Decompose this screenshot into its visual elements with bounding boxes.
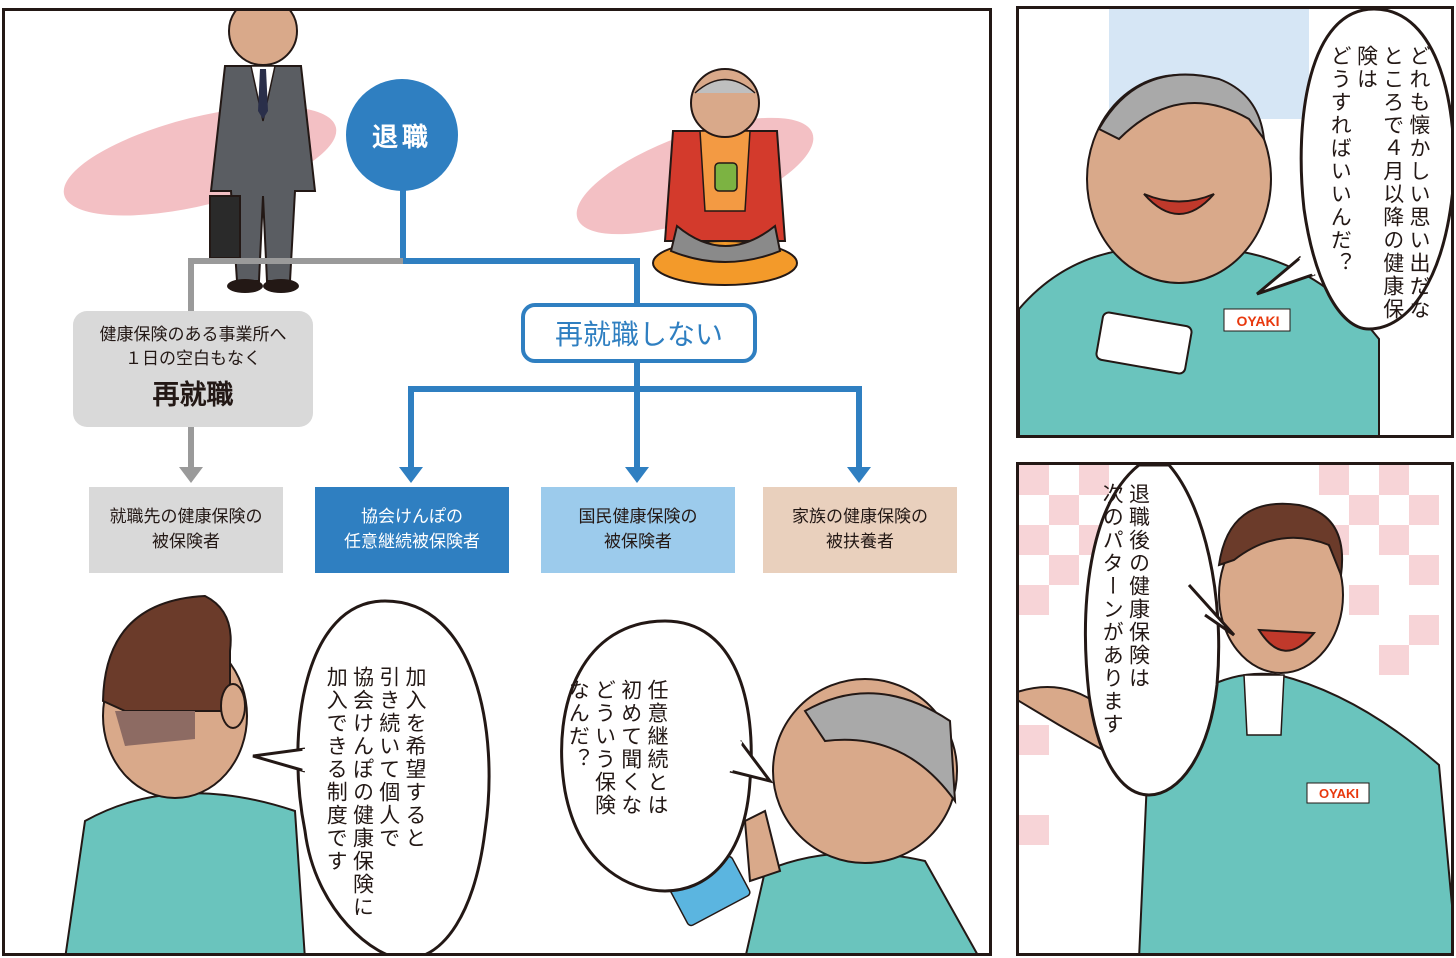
speech-bubble-young-man-right bbox=[1084, 465, 1221, 797]
speech-text-old-man-top: どれも懐かしい思い出だな ところで４月以降の健康保険は どうすればいいんだ？ bbox=[1328, 45, 1431, 321]
top-right-panel-art bbox=[1019, 9, 1451, 435]
bottom-right-panel: OYAKI 退職後の健康保険は 次のパターンがあります bbox=[1016, 462, 1454, 956]
uniform-logo-top: OYAKI bbox=[1236, 313, 1280, 329]
reemployed-node: 健康保険のある事業所へ １日の空白もなく 再就職 bbox=[73, 311, 313, 427]
speech-bubble-tail-old-man bbox=[729, 740, 774, 784]
destination-line1: 協会けんぽの bbox=[361, 507, 463, 528]
uniform-logo-bottom: OYAKI bbox=[1319, 786, 1359, 801]
destination-box-family: 家族の健康保険の 被扶養者 bbox=[763, 487, 957, 573]
top-right-panel: OYAKI どれも懐かしい思い出だな ところで４月以降の健康保険は どうすればい… bbox=[1016, 6, 1454, 438]
reemployed-line3: 再就職 bbox=[152, 380, 234, 412]
destination-line2: 任意継続被保険者 bbox=[344, 532, 480, 552]
reemployed-line2: １日の空白もなく bbox=[125, 349, 261, 370]
line-retire-to-not-reemployed bbox=[400, 187, 640, 303]
speech-text-young-man-right: 退職後の健康保険は 次のパターンがあります bbox=[1100, 483, 1151, 736]
speech-text-old-man: 任意継続とは 初めて聞くな どういう保険 なんだ？ bbox=[566, 679, 669, 817]
young-man-back-figure bbox=[64, 594, 306, 953]
retire-node: 退職 bbox=[346, 79, 458, 191]
destination-line1: 家族の健康保険の bbox=[792, 507, 928, 528]
destination-box-employer: 就職先の健康保険の 被保険者 bbox=[89, 487, 283, 573]
destination-box-kyokai-kenpo: 協会けんぽの 任意継続被保険者 bbox=[315, 487, 509, 573]
speech-bubble-old-man bbox=[560, 619, 753, 893]
reemployed-line1: 健康保険のある事業所へ bbox=[99, 324, 287, 345]
speech-bubble-tail-young-man bbox=[252, 747, 306, 773]
destination-line2: 被保険者 bbox=[152, 532, 220, 552]
line-branch bbox=[408, 386, 862, 467]
old-man-bottom-figure bbox=[669, 678, 978, 953]
line-retire-to-reemployed bbox=[188, 258, 403, 311]
businessman-figure bbox=[209, 11, 317, 293]
destination-line1: 国民健康保険の bbox=[578, 507, 698, 528]
flow-arrowheads bbox=[179, 467, 871, 483]
destination-box-national: 国民健康保険の 被保険者 bbox=[541, 487, 735, 573]
destination-line2: 被保険者 bbox=[604, 532, 672, 552]
young-man-front-figure bbox=[1019, 502, 1451, 953]
card-icon bbox=[1095, 311, 1193, 375]
destination-line2: 被扶養者 bbox=[826, 532, 894, 552]
speech-bubble-young-man bbox=[296, 599, 491, 953]
destination-line1: 就職先の健康保険の bbox=[109, 507, 263, 528]
not-reemployed-node: 再就職しない bbox=[521, 303, 757, 363]
bottom-right-panel-art bbox=[1019, 465, 1451, 953]
main-panel-art bbox=[63, 11, 978, 953]
speech-text-young-man: 加入を希望すると 引き続いて個人で 協会けんぽの健康保険に 加入できる制度です bbox=[324, 666, 427, 919]
seated-old-man-figure bbox=[652, 68, 798, 286]
speech-bubble-old-man-top bbox=[1299, 9, 1451, 331]
main-panel: 退職 再就職しない 健康保険のある事業所へ １日の空白もなく 再就職 就職先の健… bbox=[2, 8, 992, 956]
old-man-top-figure bbox=[1019, 73, 1380, 435]
